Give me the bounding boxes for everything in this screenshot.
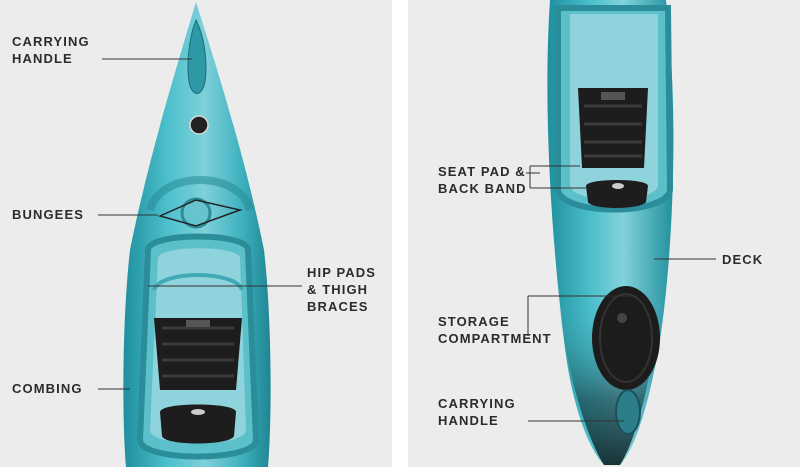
label-seat-pad: SEAT PAD & BACK BAND: [438, 163, 527, 197]
label-deck: DECK: [722, 251, 763, 268]
label-combing: COMBING: [12, 380, 83, 397]
label-storage-compartment: STORAGE COMPARTMENT: [438, 313, 552, 347]
left-panel: CARRYING HANDLE BUNGEES HIP PADS & THIGH…: [0, 0, 392, 467]
label-carrying-handle-rear: CARRYING HANDLE: [438, 395, 516, 429]
storage-hatch: [592, 286, 660, 390]
carrying-handle-shape: [616, 390, 640, 434]
right-panel: SEAT PAD & BACK BAND DECK STORAGE COMPAR…: [408, 0, 800, 467]
label-hip-pads: HIP PADS & THIGH BRACES: [307, 264, 376, 315]
logo-badge: [190, 116, 208, 134]
label-bungees: BUNGEES: [12, 206, 84, 223]
label-carrying-handle: CARRYING HANDLE: [12, 33, 90, 67]
